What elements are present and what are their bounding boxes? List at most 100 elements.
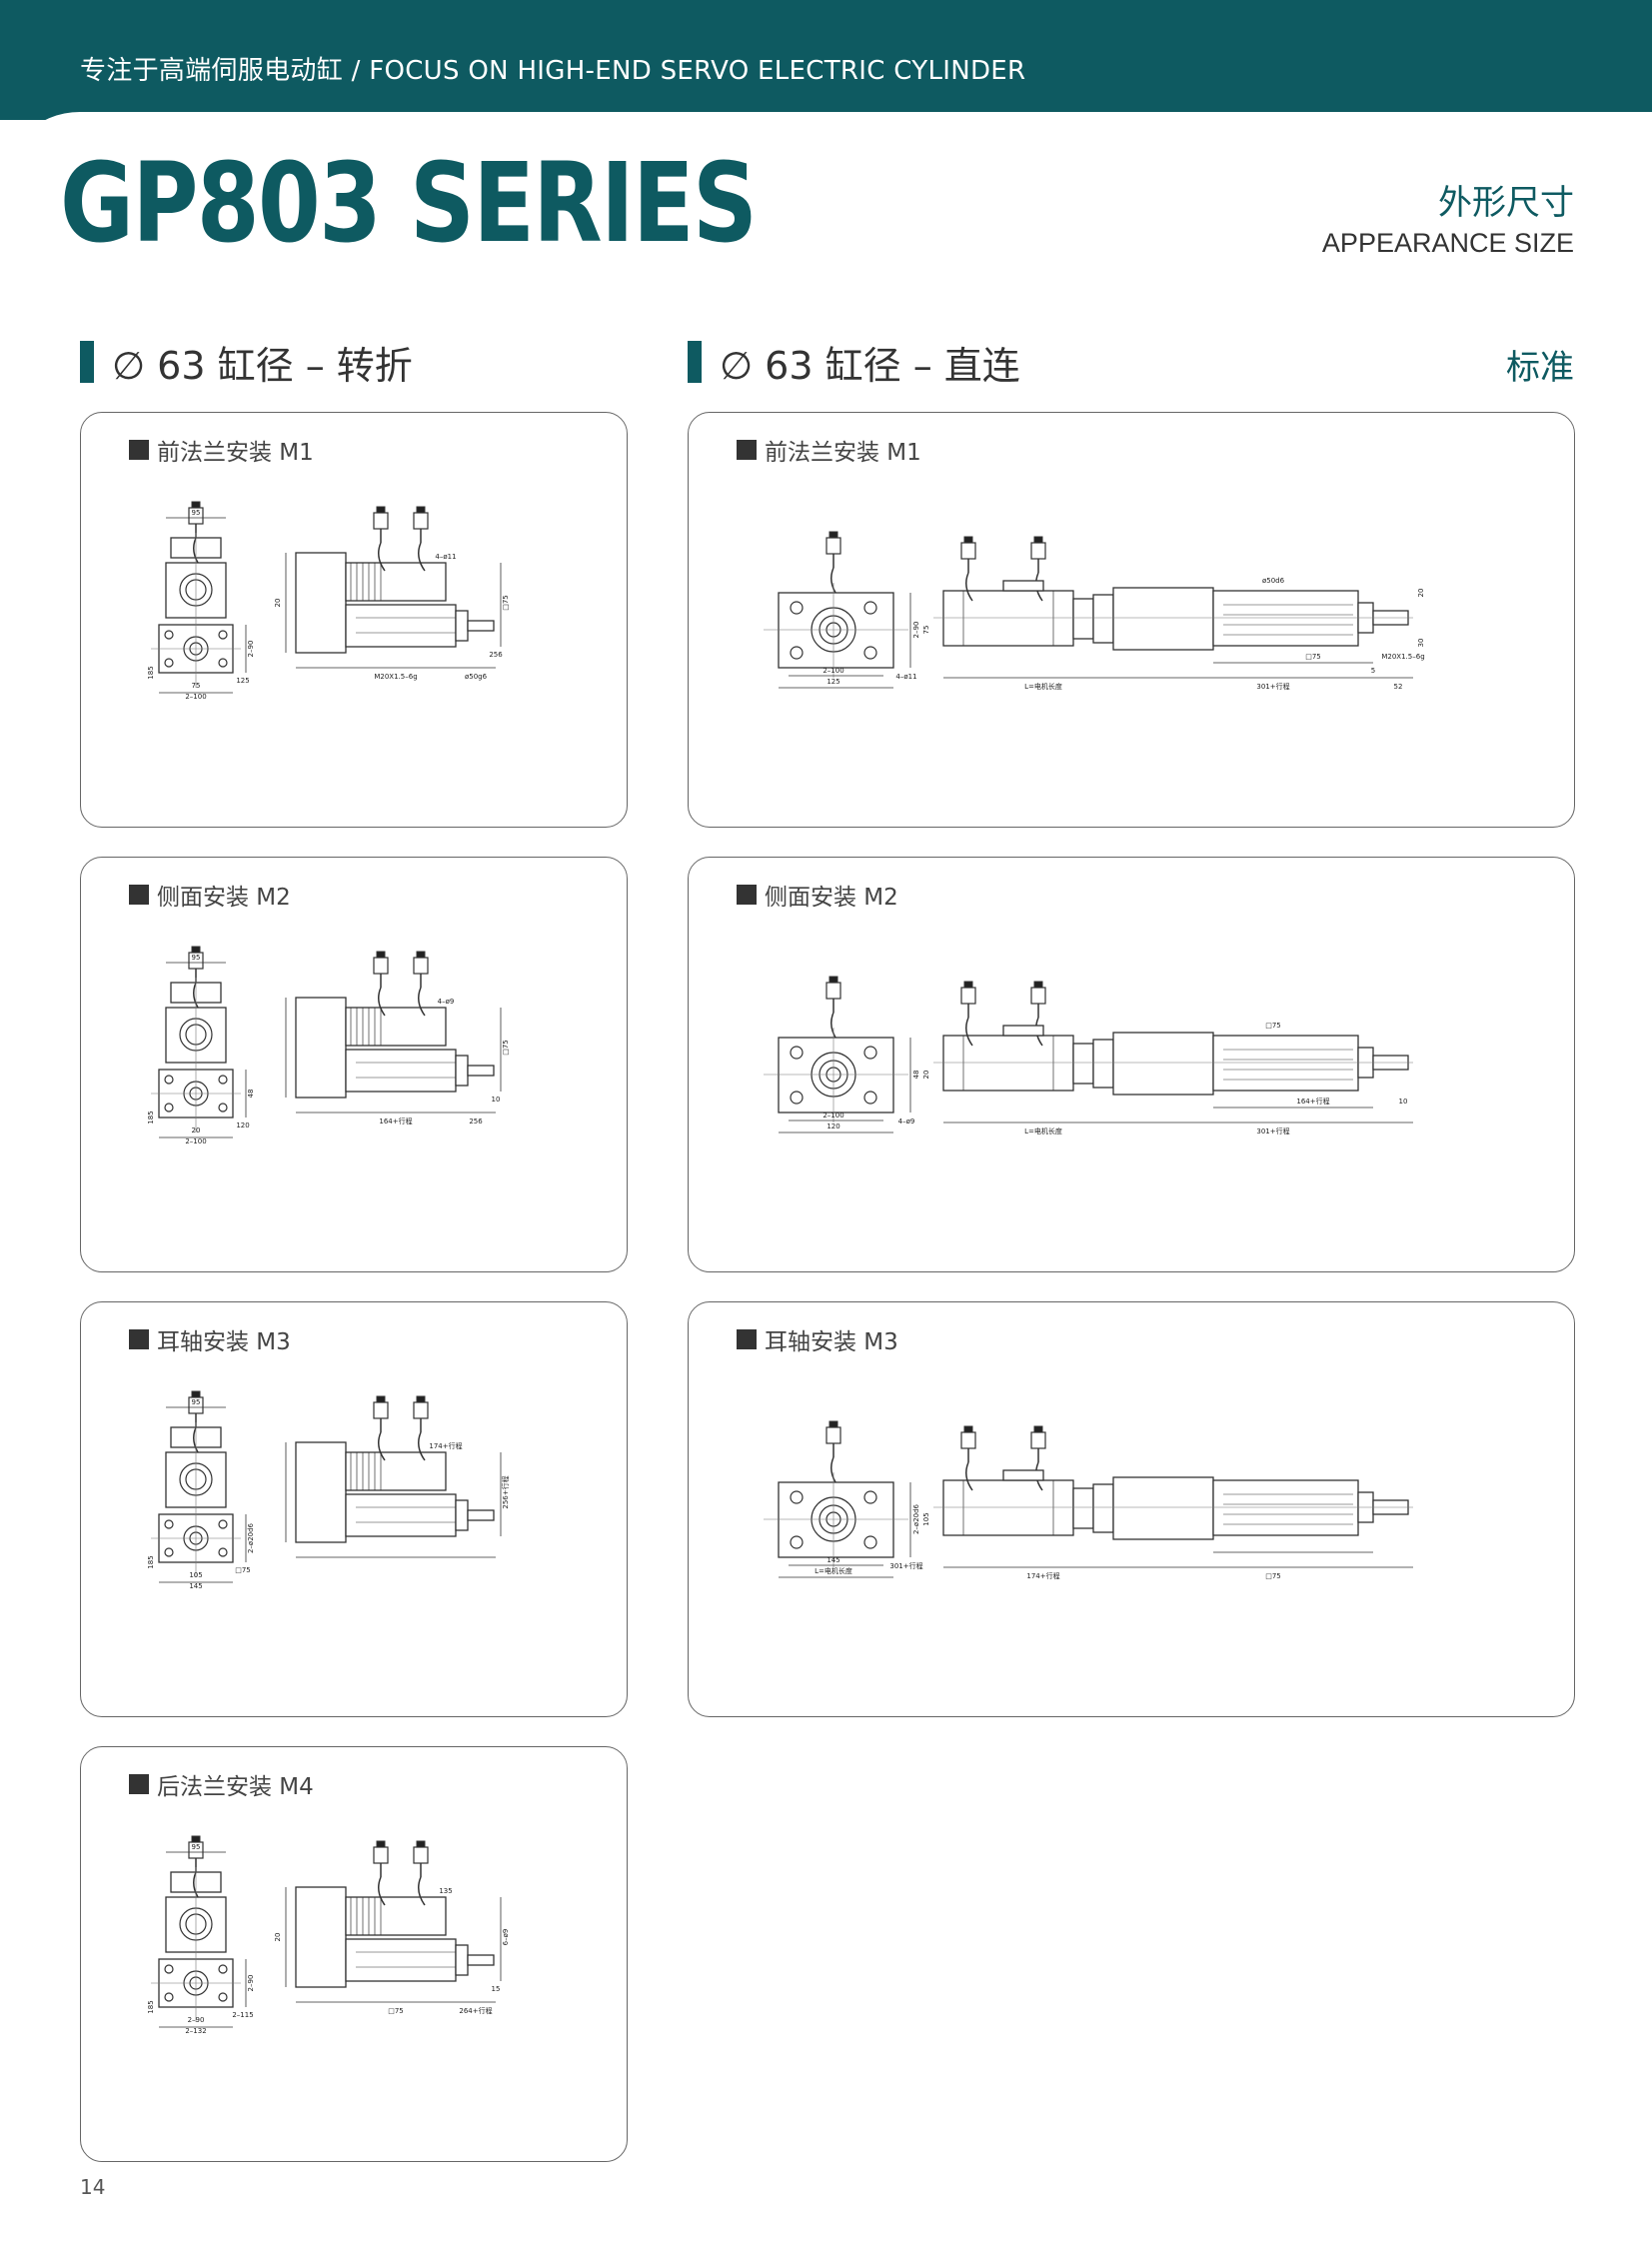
panel-label: 侧面安装 M2 xyxy=(157,885,291,911)
dimension-label: 2–100 xyxy=(823,1112,843,1120)
dimension-label: 6–ø9 xyxy=(502,1929,510,1946)
dimension-label: 256 xyxy=(469,1118,483,1125)
drawing-hole xyxy=(863,1490,877,1504)
square-bullet-icon xyxy=(129,885,149,905)
dimension-label: □75 xyxy=(502,595,510,611)
dimension-label: 164+行程 xyxy=(379,1117,412,1125)
square-bullet-icon xyxy=(129,1774,149,1794)
drawing-part xyxy=(826,982,841,1000)
drawing-hole xyxy=(218,658,228,668)
drawing-hole xyxy=(164,1103,174,1113)
dimension-label: 2–115 xyxy=(232,2011,253,2019)
dimension-label: 15 xyxy=(492,1985,501,1993)
dimension-label: 95 xyxy=(192,1843,201,1851)
cable-connector-icon xyxy=(413,951,429,1017)
dimension-label: 164+行程 xyxy=(1296,1097,1329,1106)
panel-label: 侧面安装 M2 xyxy=(765,885,898,911)
square-bullet-icon xyxy=(737,440,757,460)
drawing-part xyxy=(1033,536,1043,544)
dimension-label: 256+行程 xyxy=(501,1475,510,1508)
drawing-hole xyxy=(790,1490,804,1504)
dimension-label: 2–90 xyxy=(912,622,920,639)
cable-connector-icon xyxy=(373,1395,389,1461)
section-left-heading: ∅ 63 缸径 – 转折 xyxy=(80,340,413,388)
drawing-part xyxy=(373,1401,389,1419)
drawing-part xyxy=(413,512,429,530)
drawing-hole xyxy=(164,658,174,668)
drawing-part xyxy=(345,1049,457,1093)
appearance-title-cn: 外形尺寸 xyxy=(1438,183,1574,223)
drawing-part xyxy=(413,1401,429,1419)
dimension-label: 10 xyxy=(492,1096,501,1104)
dimension-label: 52 xyxy=(1394,683,1403,691)
drawing-part xyxy=(1072,1487,1094,1529)
dimension-label: 145 xyxy=(826,1556,839,1564)
drawing-part xyxy=(345,1896,447,1936)
square-bullet-icon xyxy=(737,885,757,905)
dimension-label: □75 xyxy=(1305,653,1321,661)
drawing-part xyxy=(295,1441,347,1543)
dimension-label: 185 xyxy=(147,1555,155,1568)
drawing-part xyxy=(295,1886,347,1988)
drawing-hole xyxy=(164,1075,174,1085)
drawing-hole xyxy=(218,1992,228,2002)
dimension-label: 2–ø20d6 xyxy=(247,1522,255,1553)
series-title: GP803 SERIES xyxy=(60,139,758,267)
drawing-hole xyxy=(863,646,877,660)
drawing-hole xyxy=(790,1091,804,1105)
cable-connector-icon xyxy=(960,981,976,1047)
drawing-part xyxy=(413,957,429,975)
standard-tag: 标准 xyxy=(1506,348,1574,388)
dimension-label: 20 xyxy=(192,1126,201,1134)
cable-connector-icon xyxy=(960,1425,976,1491)
dimension-label: 75 xyxy=(192,682,201,690)
cable-connector-icon xyxy=(413,1840,429,1906)
drawing-part xyxy=(467,1509,495,1521)
dimension-label: 5 xyxy=(1371,667,1375,675)
dimension-label: 185 xyxy=(147,666,155,679)
drawing-part xyxy=(960,542,976,560)
drawing-hole xyxy=(863,1046,877,1060)
header-tagline: 专注于高端伺服电动缸 / FOCUS ON HIGH-END SERVO ELE… xyxy=(80,56,1026,86)
drawing-hole xyxy=(218,1075,228,1085)
section-right-heading: ∅ 63 缸径 – 直连 xyxy=(688,340,1020,388)
drawing-part xyxy=(455,610,469,642)
drawing-hole xyxy=(164,1547,174,1557)
drawing-part xyxy=(1030,1431,1046,1449)
drawing-hole xyxy=(164,1519,174,1529)
dimension-label: 2–90 xyxy=(188,2016,205,2024)
dimension-label: 4–ø11 xyxy=(895,673,916,681)
dimension-label: 185 xyxy=(147,1111,155,1123)
drawing-part xyxy=(413,1846,429,1864)
dimension-label: 2–132 xyxy=(185,2027,206,2035)
dimension-label: ø50g6 xyxy=(465,673,488,681)
section-right-title: ∅ 63 缸径 – 直连 xyxy=(720,343,1020,388)
dimension-label: □75 xyxy=(388,2007,404,2015)
panel-label: 前法兰安装 M1 xyxy=(765,440,921,466)
drawing-hole xyxy=(218,630,228,640)
drawing-part xyxy=(376,1395,386,1403)
dimension-label: 48 xyxy=(247,1090,255,1099)
drawing-part xyxy=(1033,981,1043,989)
panel-label: 耳轴安装 M3 xyxy=(765,1329,898,1355)
drawing-part xyxy=(828,1420,838,1428)
dimension-label: 20 xyxy=(1417,589,1425,598)
drawing-part xyxy=(778,1481,894,1558)
drawing-hole xyxy=(790,646,804,660)
square-bullet-icon xyxy=(129,1329,149,1349)
drawing-part xyxy=(1030,987,1046,1005)
drawing-part xyxy=(416,951,426,959)
drawing-part xyxy=(1092,1483,1114,1533)
drawing-part xyxy=(1002,1025,1044,1037)
dimension-label: 301+行程 xyxy=(889,1561,922,1570)
section-marker xyxy=(80,341,94,383)
